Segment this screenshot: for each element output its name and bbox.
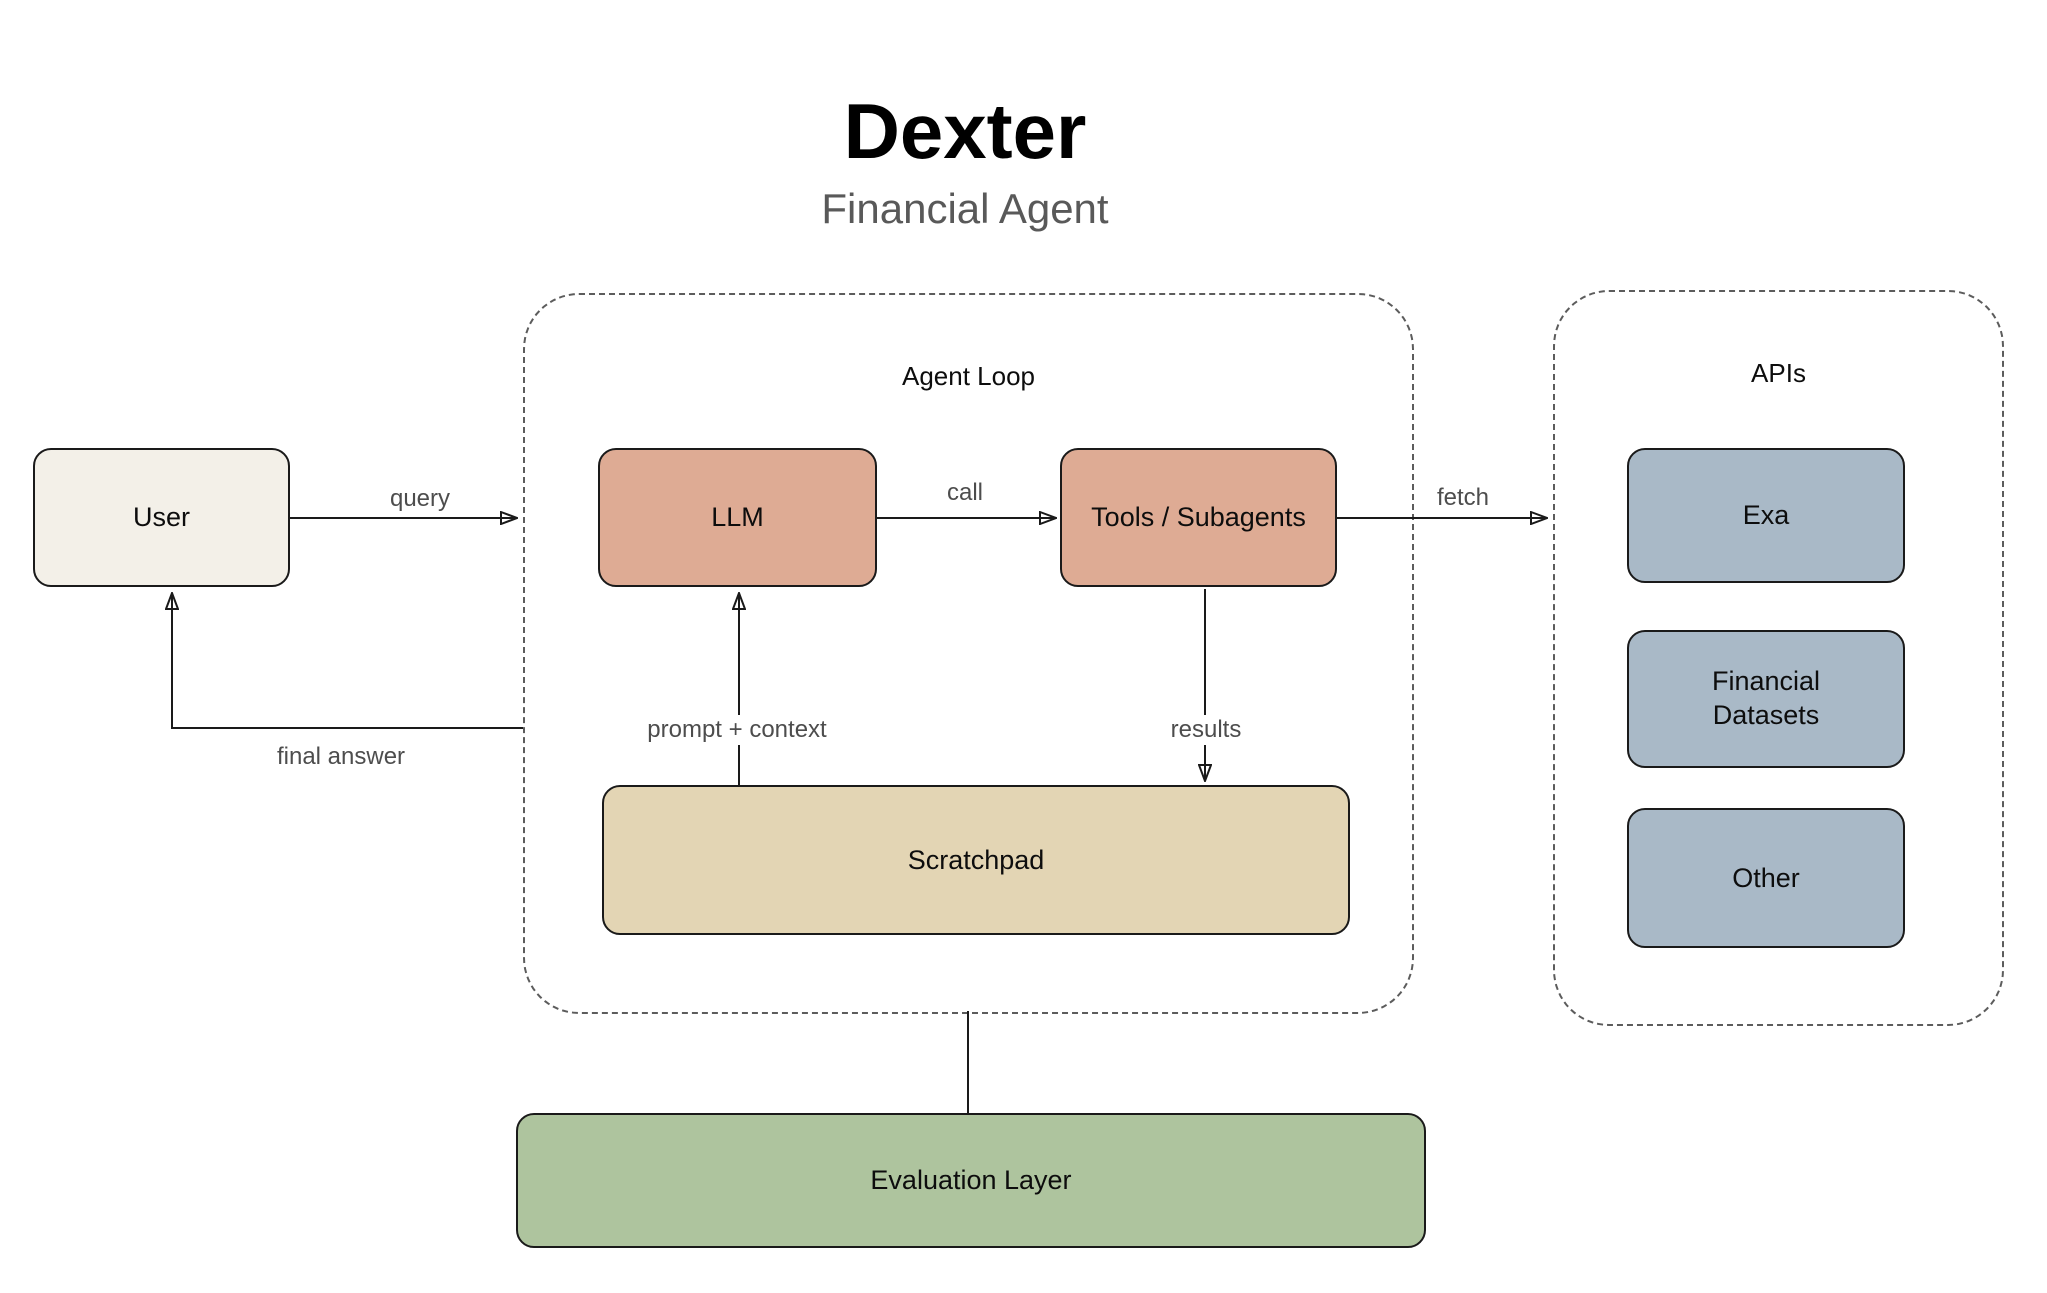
node-evaluation-layer-label: Evaluation Layer (870, 1165, 1072, 1195)
edge-label-fetch: fetch (1430, 483, 1496, 513)
node-user-label: User (132, 502, 190, 532)
edge-label-prompt-context: prompt + context (641, 715, 833, 745)
node-scratchpad-label: Scratchpad (907, 844, 1045, 875)
apis-label: APIs (1751, 358, 1806, 388)
node-exa-label: Exa (1742, 500, 1790, 530)
node-other: Other (1627, 808, 1905, 948)
title-block: Dexter Financial Agent (465, 92, 1465, 230)
node-exa: Exa (1627, 448, 1905, 583)
edge-label-final-answer: final answer (270, 742, 412, 772)
node-llm: LLM (598, 448, 877, 587)
node-financial-datasets-label: Financial Datasets (1711, 666, 1821, 730)
diagram-title: Dexter (843, 87, 1087, 175)
diagram-subtitle: Financial Agent (821, 185, 1109, 232)
node-evaluation-layer: Evaluation Layer (516, 1113, 1426, 1248)
node-tools-subagents-label: Tools / Subagents (1091, 502, 1306, 532)
node-user: User (33, 448, 290, 587)
node-other-label: Other (1732, 862, 1800, 893)
node-llm-label: LLM (711, 502, 764, 532)
edge-final-answer-arrow (172, 594, 523, 729)
apis-container: APIs (1553, 290, 2004, 1026)
edge-label-call: call (940, 478, 990, 508)
agent-loop-label: Agent Loop (901, 361, 1035, 391)
node-financial-datasets: Financial Datasets (1627, 630, 1905, 768)
edge-label-results: results (1164, 715, 1248, 745)
node-tools-subagents: Tools / Subagents (1060, 448, 1337, 587)
edge-label-query: query (383, 484, 457, 514)
node-scratchpad: Scratchpad (602, 785, 1350, 935)
